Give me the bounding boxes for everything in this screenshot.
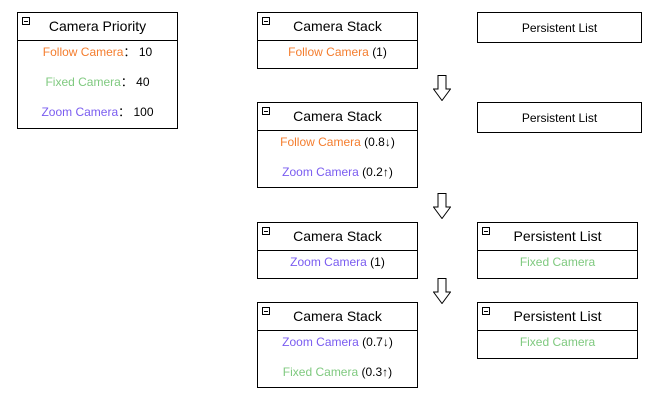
collapse-icon[interactable] [482,227,490,235]
camera-stack-header-1: Camera Stack [258,13,417,41]
persistent-list-title-4: Persistent List [513,308,602,324]
camera-priority-header: Camera Priority [18,13,177,41]
stack-row-zoom: Zoom Camera (0.7↓) [282,335,393,349]
down-arrow-icon [433,193,451,219]
persistent-list-header-3: Persistent List [478,223,637,251]
persistent-list-title-1: Persistent List [521,20,598,35]
camera-stack-box-3: Camera Stack Zoom Camera (1) [257,222,418,279]
camera-stack-title-4: Camera Stack [293,308,382,324]
camera-stack-box-4: Camera Stack Zoom Camera (0.7↓) Fixed Ca… [257,302,418,388]
stack-row-follow: Follow Camera (1) [288,45,387,59]
camera-priority-box: Camera Priority Follow Camera： 10 Fixed … [17,12,178,129]
stack-row-follow: Follow Camera (0.8↓) [280,135,395,149]
camera-stack-box-2: Camera Stack Follow Camera (0.8↓) Zoom C… [257,102,418,188]
down-arrow-icon [433,75,451,101]
down-arrow-icon [433,278,451,304]
camera-priority-title: Camera Priority [48,18,147,34]
persistent-row-fixed: Fixed Camera [519,335,596,349]
camera-stack-header-4: Camera Stack [258,303,417,331]
persistent-list-box-4: Persistent List Fixed Camera [477,302,638,359]
persistent-list-box-1: Persistent List [477,12,642,43]
persistent-list-title-3: Persistent List [513,228,602,244]
persistent-list-title-2: Persistent List [521,110,598,125]
camera-stack-box-1: Camera Stack Follow Camera (1) [257,12,418,69]
collapse-icon[interactable] [262,17,270,25]
collapse-icon[interactable] [22,17,30,25]
camera-stack-header-3: Camera Stack [258,223,417,251]
persistent-list-header-4: Persistent List [478,303,637,331]
priority-row-zoom: Zoom Camera： 100 [41,105,154,119]
camera-stack-title-3: Camera Stack [293,228,382,244]
camera-stack-title-1: Camera Stack [293,18,382,34]
stack-row-zoom: Zoom Camera (1) [290,255,385,269]
priority-row-fixed: Fixed Camera： 40 [45,75,150,89]
camera-stack-header-2: Camera Stack [258,103,417,131]
camera-stack-title-2: Camera Stack [293,108,382,124]
persistent-list-box-3: Persistent List Fixed Camera [477,222,638,279]
stack-row-fixed: Fixed Camera (0.3↑) [282,365,393,379]
stack-row-zoom: Zoom Camera (0.2↑) [282,165,393,179]
collapse-icon[interactable] [262,107,270,115]
collapse-icon[interactable] [482,307,490,315]
persistent-list-box-2: Persistent List [477,102,642,133]
priority-row-follow: Follow Camera： 10 [42,45,153,59]
persistent-row-fixed: Fixed Camera [519,255,596,269]
collapse-icon[interactable] [262,307,270,315]
collapse-icon[interactable] [262,227,270,235]
